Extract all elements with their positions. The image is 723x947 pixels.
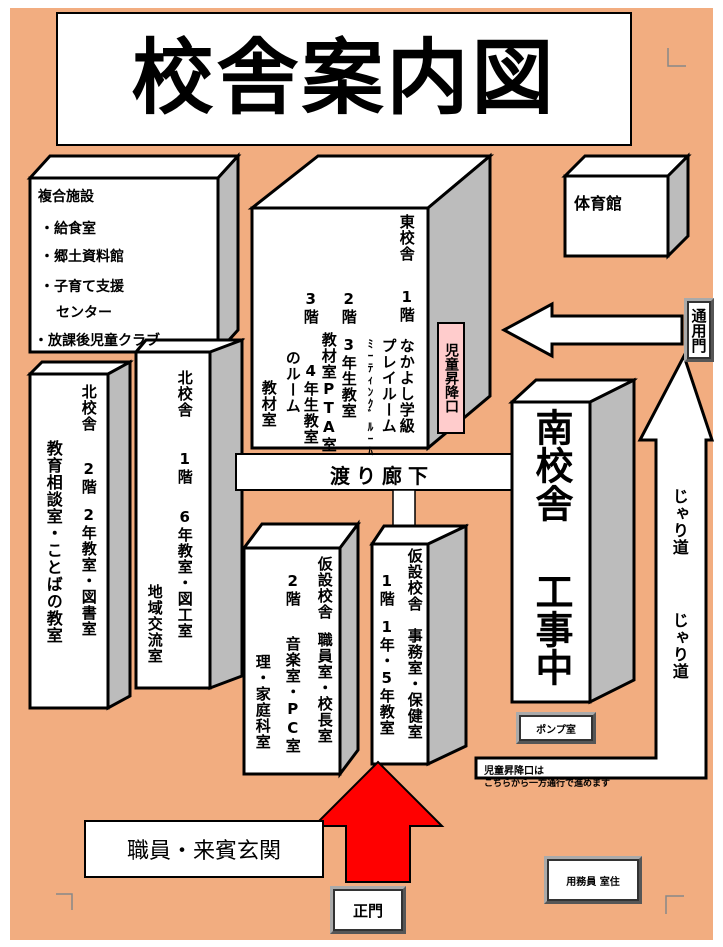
main-gate-sign: 正門 xyxy=(330,886,406,934)
side-gate-arrow xyxy=(500,301,684,359)
gravel-road-label-2: じゃり道 xyxy=(669,612,689,680)
east-f1-rooms: なかよし学級 xyxy=(397,338,416,434)
crop-mark xyxy=(667,48,686,67)
tempb-floor: 2階 xyxy=(283,572,302,607)
north1-rooms: 2年教室・図書室 xyxy=(79,506,98,637)
east-f3-label: 3階 xyxy=(301,290,320,325)
child-entrance-label: 児童昇降口 xyxy=(437,322,465,434)
south-line2: 工事中 xyxy=(529,572,573,686)
east-f2-label: 2階 xyxy=(339,290,358,325)
caretaker-sign: 用務員 室住 xyxy=(544,856,642,904)
complex-side xyxy=(216,152,240,356)
east-title: 東校舎 xyxy=(397,214,416,262)
east-building-front xyxy=(250,206,430,450)
complex-item-5: ・放課後児童クラブ xyxy=(34,333,160,349)
gym-label: 体育館 xyxy=(574,194,623,213)
title-box: 校舎案内図 xyxy=(56,12,632,146)
east-f3-line1: のルーム xyxy=(283,350,302,414)
east-f3-line2: 教材室 xyxy=(259,380,278,428)
east-f2-line1: 3年生教室 xyxy=(339,336,358,419)
south-side xyxy=(588,377,636,705)
side-gate-sign: 通用門 xyxy=(684,298,714,362)
east-f1-room3: ﾐｰﾃｨﾝｸﾞﾙｰﾑ xyxy=(363,338,377,457)
gravel-road-arrow xyxy=(474,352,715,780)
note-line2: こちらから一方通行で進めます xyxy=(484,779,611,789)
tempb-title: 仮設校舎 xyxy=(315,556,334,620)
tempa-floor: 1階 xyxy=(377,572,396,607)
tempa-side xyxy=(426,523,468,767)
gym-side xyxy=(666,152,690,260)
east-f2-line2: 教材室PTA室 xyxy=(319,332,338,453)
tempa-rooms: 事務室・保健室 xyxy=(405,628,424,740)
complex-item-3: ・子育て支援 xyxy=(40,279,124,295)
north1-side xyxy=(106,359,132,711)
north2-front xyxy=(134,350,212,690)
north2-extra: 地域交流室 xyxy=(145,584,164,664)
pump-room-sign: ポンプ室 xyxy=(516,712,596,744)
east-f1-room2: プレイルーム xyxy=(379,338,398,434)
north2-floor: 1階 xyxy=(175,450,194,485)
crop-mark xyxy=(56,893,73,910)
tempa-line2: 1年・5年教室 xyxy=(377,618,396,736)
complex-title: 複合施設 xyxy=(38,189,94,205)
complex-item-2: ・郷土資料館 xyxy=(40,249,124,265)
tempb-rooms: 職員室・校長室 xyxy=(315,632,334,744)
south-front xyxy=(510,400,592,704)
north1-floor: 2階 xyxy=(79,460,98,495)
tempb-line2: 音楽室・PC室 xyxy=(283,636,302,754)
complex-top xyxy=(26,154,242,180)
south-line1: 南校舎 xyxy=(529,408,573,522)
north2-side xyxy=(208,337,244,691)
north2-rooms: 6年教室・図工室 xyxy=(175,508,194,639)
crop-mark xyxy=(665,895,684,914)
complex-item-1: ・給食室 xyxy=(40,221,96,237)
gravel-road-label-1: じゃり道 xyxy=(669,488,689,556)
complex-item-4: センター xyxy=(56,305,112,321)
east-f2-line3: 4年生教室 xyxy=(301,362,320,445)
complex-front xyxy=(28,176,220,354)
corridor-label: 渡り廊下 xyxy=(330,464,434,488)
north1-front xyxy=(28,372,110,710)
tempb-front xyxy=(242,546,342,776)
tempb-line3: 理・家庭科室 xyxy=(253,654,272,750)
gym-front xyxy=(563,174,670,258)
north1-title: 北校舎 xyxy=(79,384,98,432)
north1-extra: 教育相談室・ことばの教室 xyxy=(43,440,63,644)
north2-title: 北校舎 xyxy=(175,370,194,418)
east-f1-label: 1階 xyxy=(397,288,416,323)
tempa-title: 仮設校舎 xyxy=(405,548,424,612)
tempa-front xyxy=(370,542,430,766)
note-line1: 児童昇降口は xyxy=(484,766,544,777)
staff-entrance-label: 職員・来賓玄関 xyxy=(84,820,324,878)
corridor-stem xyxy=(392,489,416,527)
corridor-bridge xyxy=(235,453,515,491)
tempb-side xyxy=(338,519,360,779)
